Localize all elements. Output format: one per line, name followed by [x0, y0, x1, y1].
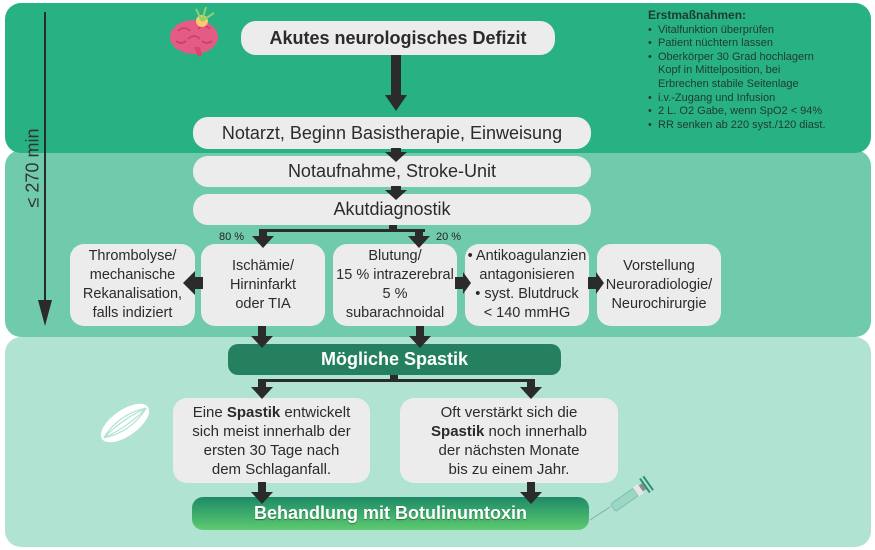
spasticity-early-line: ersten 30 Tage nach	[203, 441, 340, 459]
emergency-room-label: Notaufnahme, Stroke-Unit	[287, 161, 497, 181]
spasticity-term: Spastik	[431, 422, 485, 440]
timeline-label: ≤ 270 min	[22, 128, 43, 208]
anticoagulants-line: • syst. Blutdruck	[475, 286, 579, 302]
arrow-right-icon	[588, 272, 604, 294]
bleeding-line: 15 % intrazerebral	[336, 267, 454, 283]
bleeding-box: Blutung/ 15 % intrazerebral 5 % subarach…	[333, 244, 457, 326]
arrow-right-icon	[455, 272, 471, 294]
possible-spasticity-bar: Mögliche Spastik	[228, 344, 561, 375]
spasticity-late-line: Oft verstärkt sich die	[440, 403, 578, 421]
acute-deficit-label: Akutes neurologisches Defizit	[269, 27, 527, 48]
split-stem	[389, 225, 397, 230]
timeline-arrowhead-icon	[38, 300, 52, 326]
arrow-down-icon	[385, 95, 407, 111]
spasticity-early-line: Eine Spastik entwickelt	[192, 403, 351, 422]
acute-diagnostics-label: Akutdiagnostik	[333, 199, 451, 219]
botulinum-treatment-label: Behandlung mit Botulinumtoxin	[254, 503, 527, 523]
first-aid-title: Erstmaßnahmen:	[648, 8, 747, 22]
anticoagulants-line: antagonisieren	[479, 267, 575, 283]
arrow-down-icon	[252, 229, 274, 248]
arrow-left-icon	[183, 271, 203, 295]
thrombolysis-line: falls indiziert	[92, 305, 173, 321]
spasticity-late-line: Spastik noch innerhalb	[431, 422, 587, 441]
arrow-down-icon	[385, 148, 407, 162]
bleeding-line: Blutung/	[368, 248, 422, 264]
acute-deficit-box: Akutes neurologisches Defizit	[241, 21, 555, 55]
spasticity-late-box: Oft verstärkt sich die Spastik noch inne…	[400, 398, 618, 483]
arrow-shaft	[391, 55, 401, 97]
anticoagulants-box: • Antikoagulanzien antagonisieren • syst…	[465, 244, 589, 326]
neuro-presentation-box: Vorstellung Neuroradiologie/ Neurochirur…	[597, 244, 721, 326]
spasticity-late-line: der nächsten Monate	[438, 441, 580, 459]
emergency-doctor-box: Notarzt, Beginn Basistherapie, Einweisun…	[193, 117, 591, 149]
first-aid-list: Erstmaßnahmen: Vitalfunktion überprüfen …	[648, 8, 826, 133]
emergency-doctor-label: Notarzt, Beginn Basistherapie, Einweisun…	[221, 122, 563, 143]
split-left-percent: 80 %	[219, 231, 245, 243]
split-right-percent: 20 %	[436, 231, 462, 243]
split-stem	[390, 375, 398, 380]
muscle-icon	[100, 403, 150, 443]
first-aid-item: i.v.-Zugang und Infusion	[648, 92, 826, 106]
possible-spasticity-label: Mögliche Spastik	[320, 349, 469, 369]
spasticity-early-line: dem Schlaganfall.	[211, 460, 332, 478]
arrow-down-icon	[409, 326, 431, 348]
ischemia-line: oder TIA	[235, 295, 291, 312]
first-aid-item: Vitalfunktion überprüfen	[648, 24, 826, 38]
first-aid-item: 2 L. O2 Gabe, wenn SpO2 < 94%	[648, 105, 826, 119]
split-bar	[259, 379, 535, 382]
emergency-room-box: Notaufnahme, Stroke-Unit	[193, 156, 591, 187]
thrombolysis-line: Rekanalisation,	[82, 286, 183, 302]
ischemia-line: Hirninfarkt	[229, 276, 297, 293]
spasticity-early-line: sich meist innerhalb der	[192, 422, 351, 440]
bleeding-line: 5 % subarachnoidal	[345, 286, 445, 321]
neuro-presentation-line: Neuroradiologie/	[605, 276, 713, 293]
text-fragment: noch innerhalb	[484, 422, 587, 440]
first-aid-item: Oberkörper 30 Grad hochlagern Kopf in Mi…	[648, 51, 826, 92]
thrombolysis-box: Thrombolyse/ mechanische Rekanalisation,…	[70, 244, 195, 326]
arrow-down-icon	[520, 379, 542, 399]
timeline-line	[44, 12, 46, 312]
text-fragment: Eine	[192, 403, 227, 421]
spasticity-term: Spastik	[226, 403, 281, 421]
arrow-down-icon	[408, 229, 430, 248]
neuro-presentation-line: Neurochirurgie	[611, 295, 707, 312]
anticoagulants-line: < 140 mmHG	[483, 305, 571, 321]
thrombolysis-line: Thrombolyse/	[88, 248, 177, 264]
ischemia-line: Ischämie/	[231, 257, 295, 274]
first-aid-item: RR senken ab 220 syst./120 diast.	[648, 119, 826, 133]
split-bar	[259, 229, 425, 232]
arrow-down-icon	[251, 482, 273, 504]
botulinum-treatment-bar: Behandlung mit Botulinumtoxin	[192, 497, 589, 530]
arrow-down-icon	[385, 186, 407, 200]
acute-diagnostics-box: Akutdiagnostik	[193, 194, 591, 225]
ischemia-box: Ischämie/ Hirninfarkt oder TIA	[201, 244, 325, 326]
spasticity-late-line: bis zu einem Jahr.	[448, 460, 570, 478]
brain-icon	[170, 6, 218, 57]
arrow-down-icon	[251, 379, 273, 399]
arrow-down-icon	[520, 482, 542, 504]
spasticity-early-box: Eine Spastik entwickelt sich meist inner…	[173, 398, 370, 483]
text-fragment: entwickelt	[280, 403, 351, 421]
thrombolysis-line: mechanische	[89, 267, 176, 283]
neuro-presentation-line: Vorstellung	[623, 257, 695, 274]
first-aid-item: Patient nüchtern lassen	[648, 37, 826, 51]
anticoagulants-line: • Antikoagulanzien	[467, 248, 587, 264]
syringe-icon	[589, 475, 654, 521]
arrow-down-icon	[251, 326, 273, 348]
